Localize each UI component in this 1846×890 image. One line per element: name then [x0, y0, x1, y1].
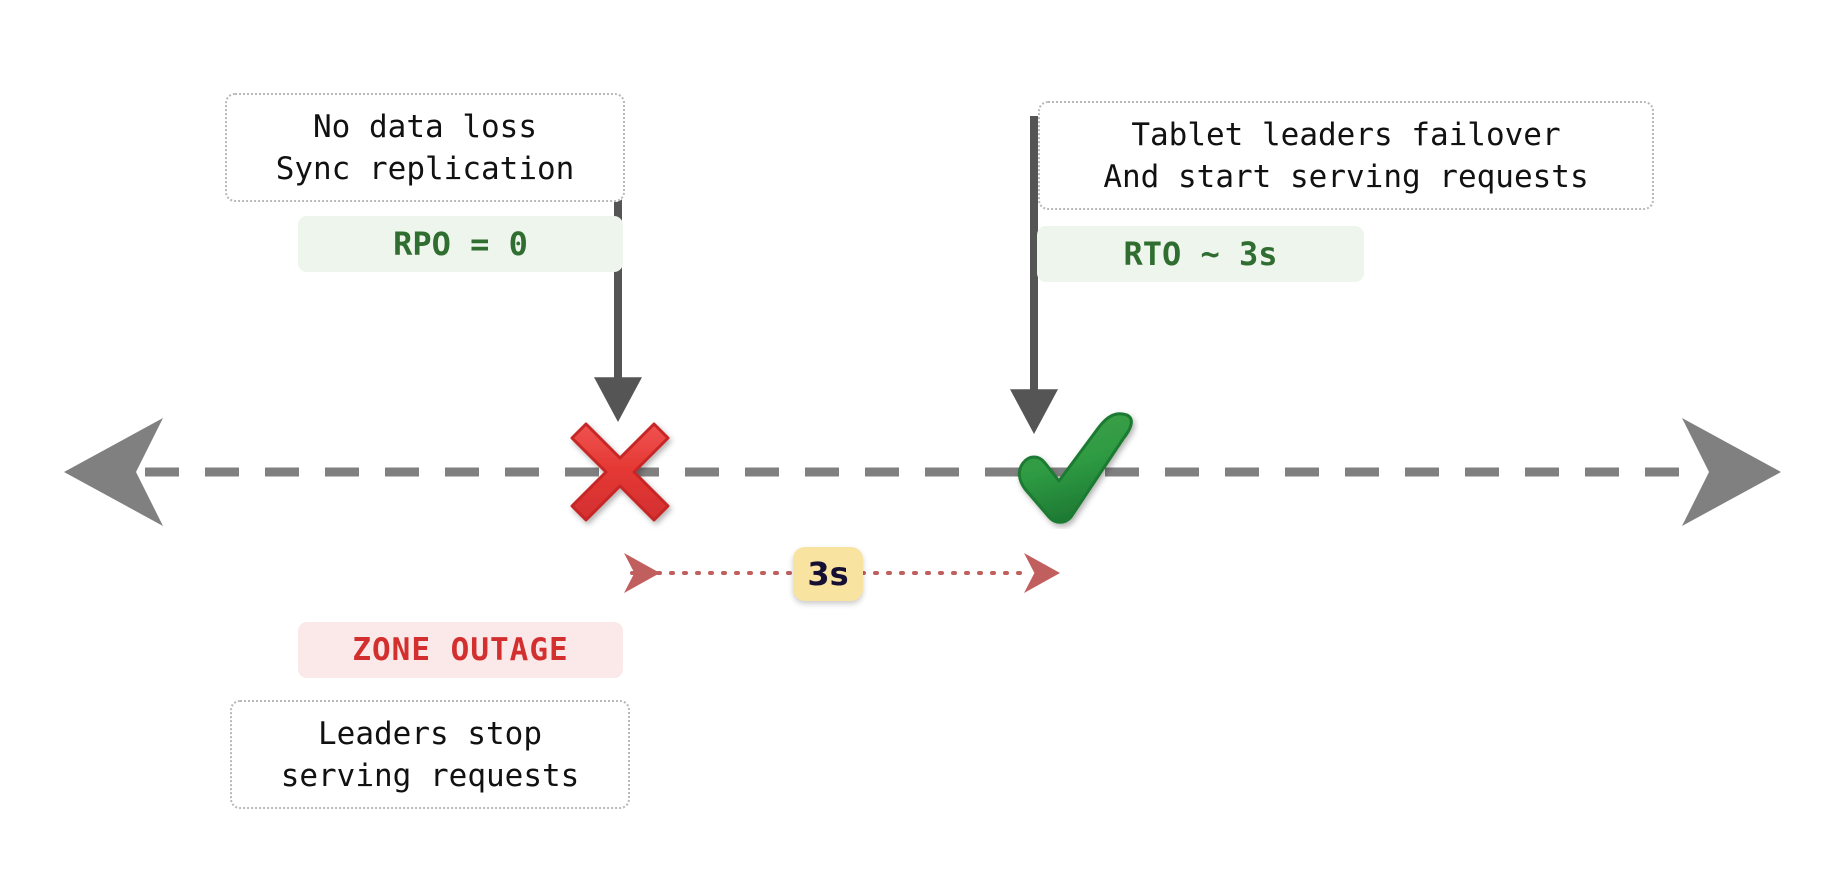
metric-label-rpo: RPO = 0	[393, 225, 528, 263]
check-mark-icon	[1010, 400, 1140, 530]
note-no-data-loss: No data loss Sync replication	[225, 93, 625, 202]
cross-mark-glyph	[570, 422, 670, 522]
duration-badge: 3s	[793, 547, 863, 601]
note-tablet-failover: Tablet leaders failover And start servin…	[1038, 101, 1654, 210]
check-mark-glyph	[1017, 412, 1133, 524]
outage-label: ZONE OUTAGE	[352, 632, 569, 668]
cross-mark-icon	[555, 407, 685, 537]
note-line: And start serving requests	[1103, 158, 1589, 195]
note-line: Leaders stop	[318, 715, 542, 752]
note-line: Tablet leaders failover	[1131, 116, 1561, 153]
status-badge-zone-outage: ZONE OUTAGE	[298, 622, 623, 678]
metric-label-rto: RTO ~ 3s	[1123, 235, 1278, 273]
metric-panel-rpo: RPO = 0	[298, 216, 623, 272]
metric-panel-rto: RTO ~ 3s	[1037, 226, 1364, 282]
note-leaders-stop: Leaders stop serving requests	[230, 700, 630, 809]
duration-value: 3s	[807, 555, 849, 593]
note-line: Sync replication	[275, 150, 575, 187]
note-line: serving requests	[280, 757, 580, 794]
note-line: No data loss	[313, 108, 537, 145]
